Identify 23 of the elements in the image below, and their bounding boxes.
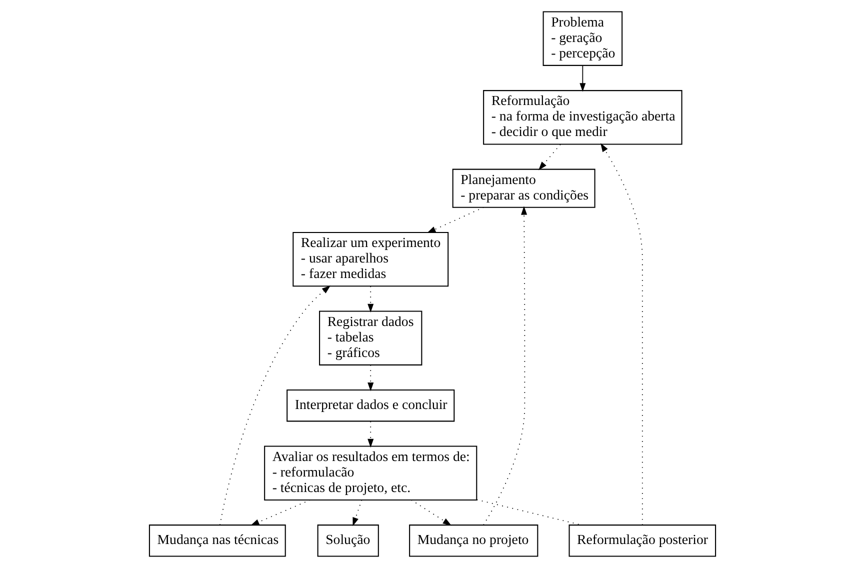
arrow: [483, 206, 528, 526]
arrow: [368, 286, 374, 312]
node-box: Planejamento - preparar as condições: [452, 168, 596, 208]
arrow: [250, 500, 310, 526]
node-box: Avaliar os resultados em termos de: - reformulacão - técnicas de projeto, etc.: [264, 446, 478, 500]
arrow: [580, 65, 586, 92]
node-box: Problema - geração - percepção: [542, 11, 623, 66]
node-box: Mudança no projeto: [409, 524, 538, 557]
arrow: [368, 364, 374, 392]
node-box: Reformulação - na forma de investigação aberta - decidir o que medir: [483, 90, 682, 145]
arrow: [352, 500, 362, 526]
arrow: [219, 286, 331, 526]
node-box: Solução: [317, 524, 379, 557]
node-box: Registrar dados - tabelas - gráficos: [319, 310, 422, 366]
node-box: Mudança nas técnicas: [148, 524, 286, 557]
arrow: [368, 420, 374, 448]
arrow: [410, 500, 452, 526]
node-box: Reformulação posterior: [568, 524, 716, 557]
arrow: [538, 144, 561, 170]
arrow: [426, 206, 484, 233]
node-box: Interpretar dados e concluir: [286, 390, 455, 422]
arrow: [600, 143, 643, 526]
node-box: Realizar um experimento - usar aparelhos - fazer medidas: [292, 232, 449, 287]
